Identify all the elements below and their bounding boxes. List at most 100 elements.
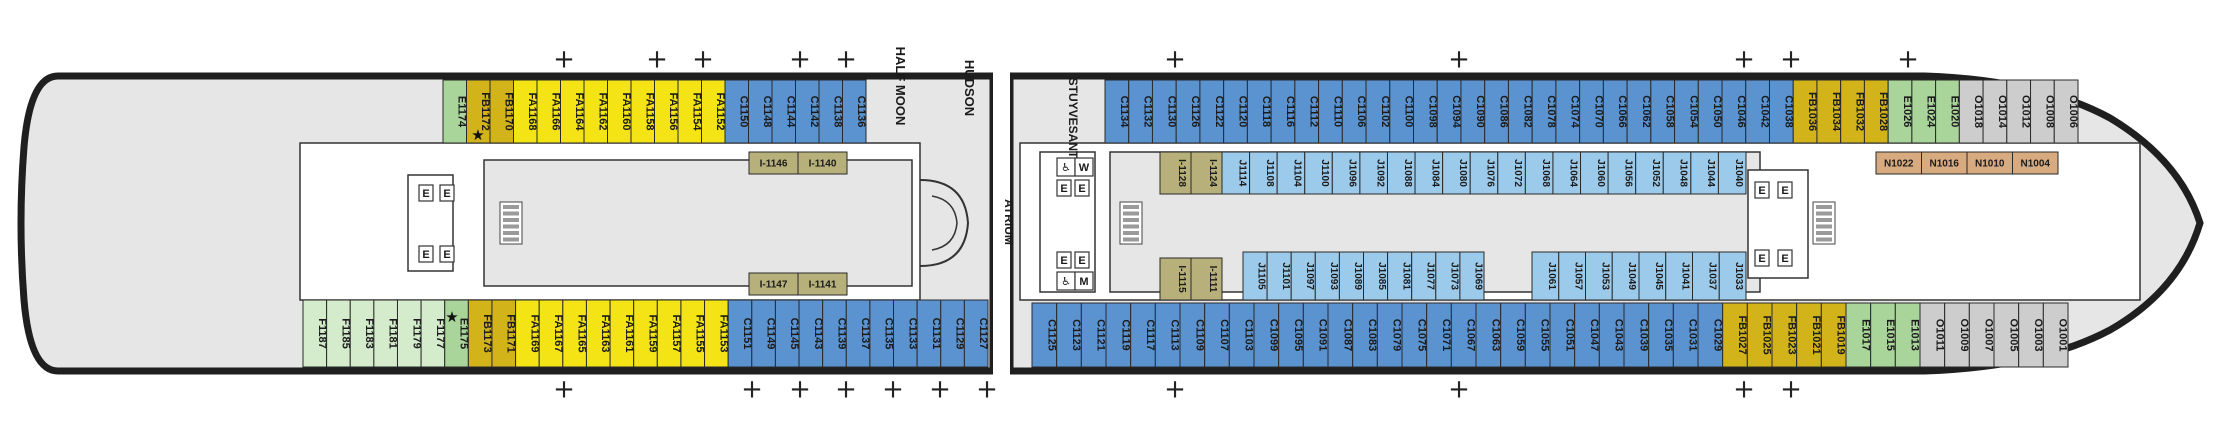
cabin-c1070[interactable]: C1070 [1579,79,1605,144]
cabin-e1013[interactable]: E1013 [1894,302,1921,368]
cabin-c1054[interactable]: C1054 [1674,79,1700,144]
cabin-f1181[interactable]: F1181 [373,299,399,368]
cabin-fa1162[interactable]: FA1162 [583,79,609,144]
cabin-fb1027[interactable]: FB1027 [1722,302,1748,368]
cabin-c1132[interactable]: C1132 [1128,79,1154,144]
cabin-j1045[interactable]: J1045 [1638,251,1667,301]
cabin-j1056[interactable]: J1056 [1607,151,1637,195]
cabin-j1052[interactable]: J1052 [1635,151,1664,195]
cabin-j1077[interactable]: J1077 [1411,251,1437,301]
cabin-j1076[interactable]: J1076 [1469,151,1499,195]
cabin-fb1023[interactable]: FB1023 [1771,302,1797,368]
cabin-c1125[interactable]: C1125 [1031,302,1057,368]
cabin-i-1141[interactable]: I-1141 [797,272,848,296]
cabin-j1044[interactable]: J1044 [1690,151,1719,195]
cabin-c1119[interactable]: C1119 [1105,302,1131,368]
cabin-j1114[interactable]: J1114 [1221,151,1251,195]
cabin-j1060[interactable]: J1060 [1580,151,1609,195]
cabin-o1011[interactable]: O1011 [1919,302,1945,368]
cabin-fb1034[interactable]: FB1034 [1816,79,1842,144]
cabin-c1130[interactable]: C1130 [1151,79,1177,144]
cabin-fb1021[interactable]: FB1021 [1796,302,1822,368]
cabin-c1116[interactable]: C1116 [1270,79,1296,144]
cabin-c1050[interactable]: C1050 [1697,79,1723,144]
cabin-fb1170[interactable]: FB1170 [489,79,515,144]
cabin-c1137[interactable]: C1137 [845,299,871,368]
cabin-j1053[interactable]: J1053 [1585,251,1613,301]
cabin-f1187[interactable]: F1187 [302,299,328,368]
cabin-j1088[interactable]: J1088 [1386,151,1416,195]
cabin-o1001[interactable]: O1001 [2042,302,2069,368]
venue-stuyvesant[interactable]: STUYVESANT [1066,78,1080,159]
cabin-c1106[interactable]: C1106 [1341,79,1367,144]
cabin-f1185[interactable]: F1185 [326,299,352,368]
cabin-i-1128[interactable]: I-1128 [1159,151,1192,195]
cabin-fa1169[interactable]: FA1169 [515,299,541,368]
cabin-c1038[interactable]: C1038 [1768,79,1794,144]
cabin-c1063[interactable]: C1063 [1475,302,1501,368]
cabin-c1075[interactable]: C1075 [1401,302,1427,368]
cabin-j1040[interactable]: J1040 [1717,151,1747,195]
cabin-n1022[interactable]: N1022 [1875,151,1922,175]
cabin-fa1157[interactable]: FA1157 [656,299,682,368]
cabin-j1100[interactable]: J1100 [1304,151,1333,195]
cabin-c1149[interactable]: C1149 [751,299,777,368]
cabin-fa1164[interactable]: FA1164 [560,79,586,144]
cabin-j1041[interactable]: J1041 [1665,251,1693,301]
venue-hudson[interactable]: HUDSON [962,60,977,116]
cabin-j1101[interactable]: J1101 [1266,251,1292,301]
cabin-j1072[interactable]: J1072 [1497,151,1526,195]
cabin-j1061[interactable]: J1061 [1531,251,1560,301]
cabin-j1108[interactable]: J1108 [1249,151,1278,195]
cabin-o1007[interactable]: O1007 [1968,302,1995,368]
cabin-c1118[interactable]: C1118 [1246,79,1272,144]
cabin-i-1140[interactable]: I-1140 [797,151,848,175]
cabin-i-1147[interactable]: I-1147 [748,272,799,296]
cabin-e1024[interactable]: E1024 [1911,79,1937,144]
cabin-c1117[interactable]: C1117 [1130,302,1156,368]
cabin-c1121[interactable]: C1121 [1080,302,1107,368]
cabin-c1145[interactable]: C1145 [774,299,800,368]
cabin-c1135[interactable]: C1135 [869,299,895,368]
cabin-c1046[interactable]: C1046 [1721,79,1747,144]
cabin-o1012[interactable]: O1012 [2006,79,2032,144]
cabin-e1015[interactable]: E1015 [1870,302,1896,368]
cabin-fa1167[interactable]: FA1167 [538,299,564,368]
cabin-j1097[interactable]: J1097 [1290,251,1316,301]
cabin-c1058[interactable]: C1058 [1650,79,1676,144]
cabin-c1148[interactable]: C1148 [748,79,774,144]
cabin-c1131[interactable]: C1131 [916,299,942,368]
cabin-c1035[interactable]: C1035 [1648,302,1674,368]
cabin-f1183[interactable]: F1183 [349,299,375,368]
cabin-n1004[interactable]: N1004 [2012,151,2059,175]
cabin-fa1160[interactable]: FA1160 [607,79,633,144]
cabin-f1179[interactable]: F1179 [396,299,422,368]
cabin-c1102[interactable]: C1102 [1365,79,1391,144]
cabin-c1127[interactable]: C1127 [963,299,989,368]
cabin-c1043[interactable]: C1043 [1598,302,1625,368]
cabin-j1081[interactable]: J1081 [1387,251,1413,301]
cabin-j1068[interactable]: J1068 [1524,151,1554,195]
cabin-c1151[interactable]: C1151 [727,299,753,368]
cabin-c1055[interactable]: C1055 [1524,302,1551,368]
cabin-f1177[interactable]: F1177 [420,299,446,368]
cabin-c1150[interactable]: C1150 [724,79,750,144]
cabin-j1037[interactable]: J1037 [1692,251,1720,301]
cabin-c1062[interactable]: C1062 [1626,79,1652,144]
cabin-j1049[interactable]: J1049 [1611,251,1640,301]
cabin-c1083[interactable]: C1083 [1352,302,1378,368]
cabin-fb1036[interactable]: FB1036 [1792,79,1818,144]
cabin-c1123[interactable]: C1123 [1056,302,1082,368]
cabin-j1093[interactable]: J1093 [1314,251,1340,301]
cabin-c1091[interactable]: C1091 [1302,302,1329,368]
cabin-j1080[interactable]: J1080 [1442,151,1471,195]
cabin-fa1153[interactable]: FA1153 [704,299,730,368]
venue-half-moon[interactable]: HALF MOON [893,47,908,126]
cabin-e1026[interactable]: E1026 [1887,79,1913,144]
cabin-c1107[interactable]: C1107 [1204,302,1230,368]
cabin-e1020[interactable]: E1020 [1935,79,1961,144]
cabin-fb1173[interactable]: FB1173 [467,299,493,368]
cabin-fa1163[interactable]: FA1163 [585,299,611,368]
cabin-c1066[interactable]: C1066 [1602,79,1628,144]
cabin-c1082[interactable]: C1082 [1507,79,1533,144]
